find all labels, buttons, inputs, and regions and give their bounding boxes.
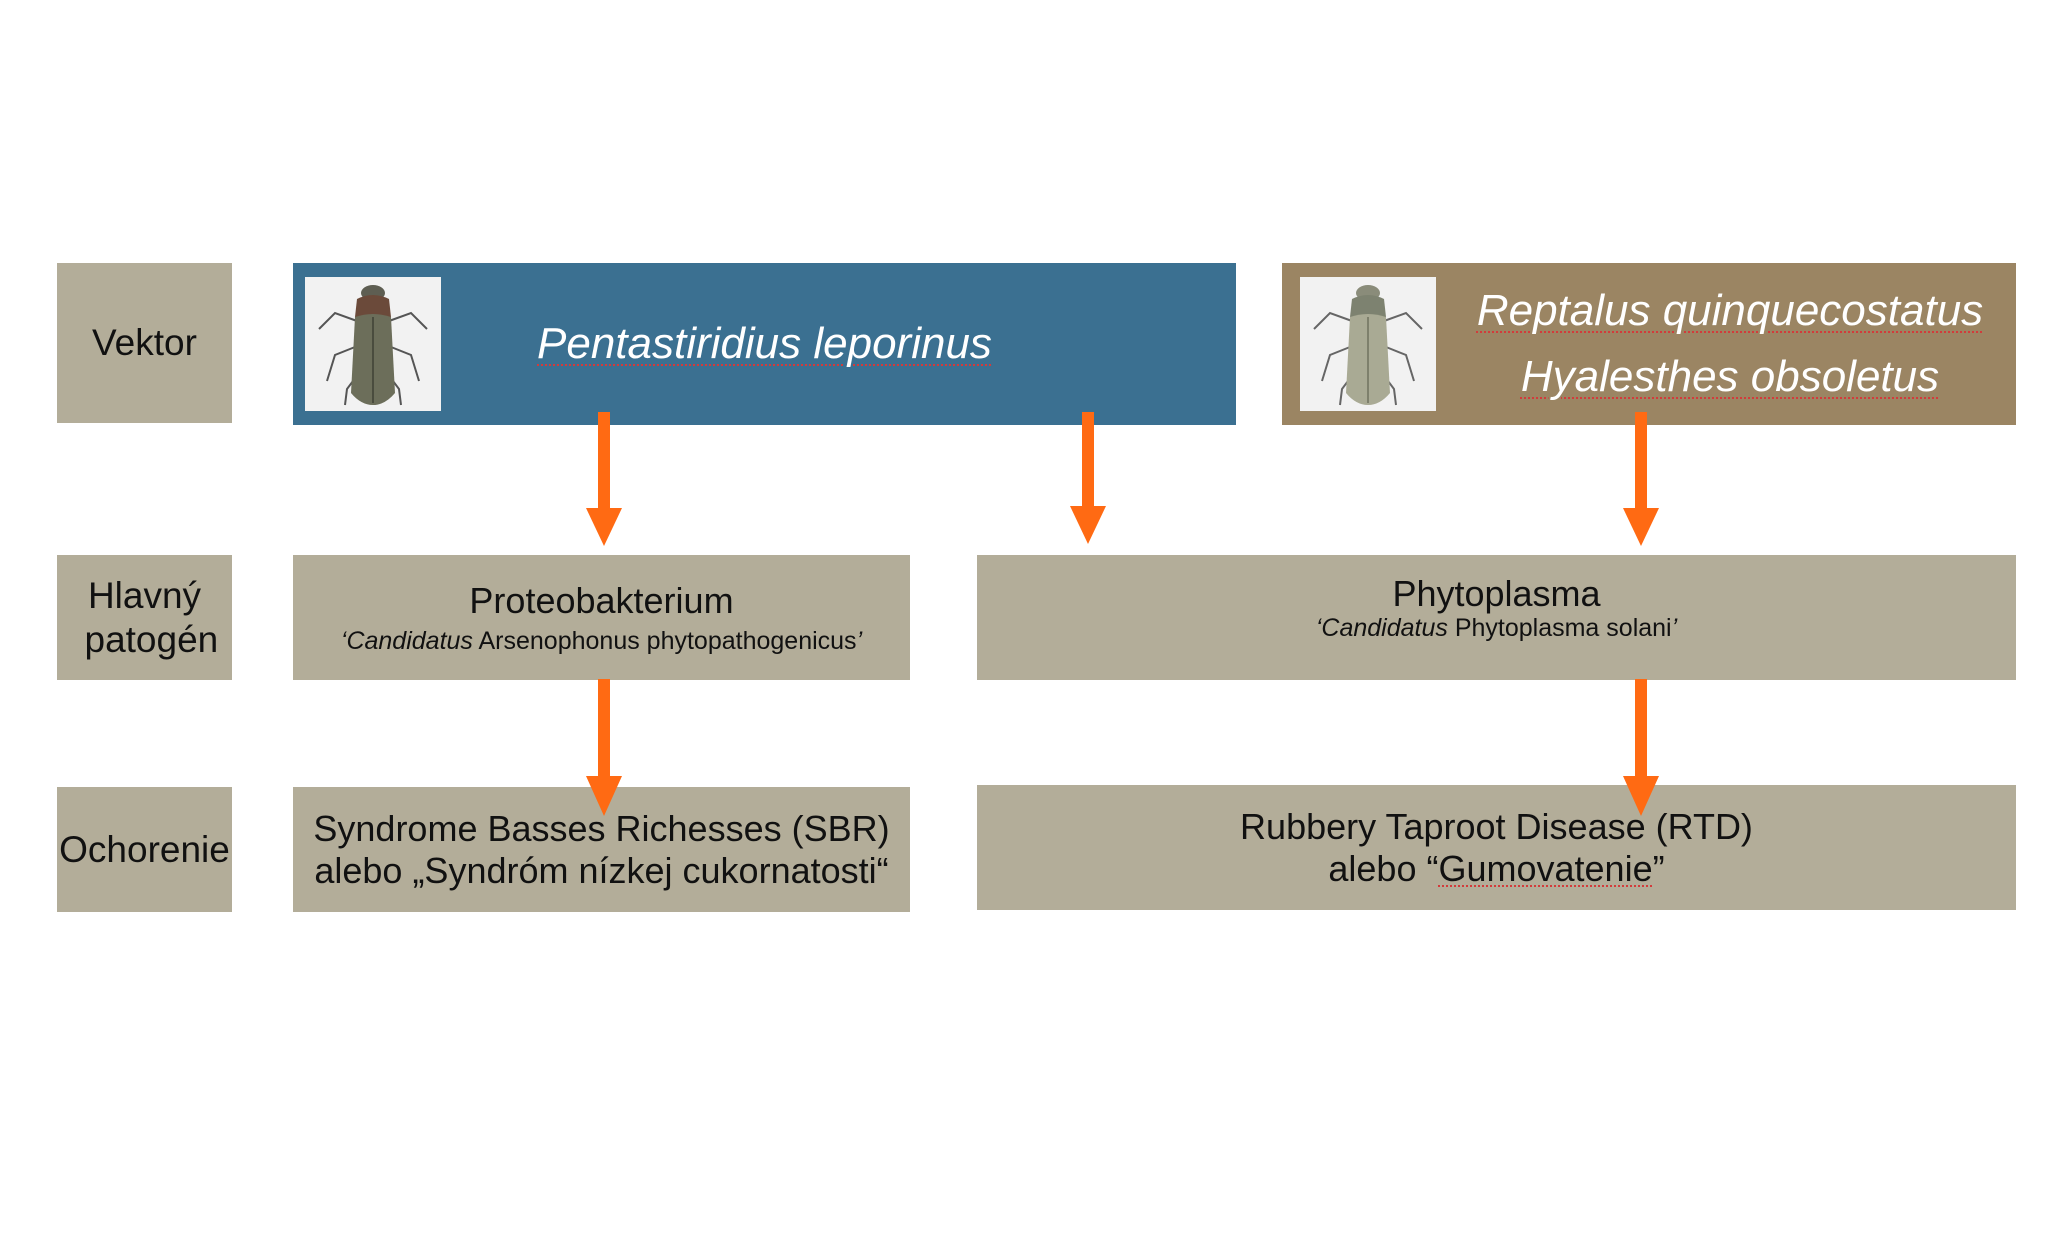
disease-box-left: Syndrome Basses Richesses (SBR) alebo „S… bbox=[293, 787, 910, 912]
row-label-pathogen-text: Hlavný patogén bbox=[84, 574, 219, 660]
pathogen-left-name: Proteobakterium bbox=[469, 579, 734, 621]
pathogen-left-scientific: ‘Candidatus Arsenophonus phytopathogenic… bbox=[341, 626, 862, 656]
arrow-vector-left-to-proteobakterium bbox=[586, 412, 622, 546]
arrow-proteobakterium-to-sbr bbox=[586, 679, 622, 816]
quote-close: ’ bbox=[1671, 614, 1678, 642]
quote-open: ‘ bbox=[340, 626, 347, 655]
quote-close: ’ bbox=[856, 626, 863, 655]
pathogen-right-scientific: ‘Candidatus Phytoplasma solani’ bbox=[1316, 613, 1677, 643]
disease-box-right: Rubbery Taproot Disease (RTD) alebo “Gum… bbox=[977, 785, 2016, 910]
pathogen-right-candidatus: Candidatus bbox=[1321, 614, 1448, 642]
disease-left-line1: Syndrome Basses Richesses (SBR) bbox=[313, 807, 890, 849]
pathogen-left-candidatus: Candidatus bbox=[346, 626, 473, 655]
disease-right-line1: Rubbery Taproot Disease (RTD) bbox=[1240, 805, 1753, 847]
vector-right-species-1: Reptalus quinquecostatus bbox=[1476, 286, 1984, 335]
disease-right-line2-word: Gumovatenie bbox=[1438, 847, 1653, 889]
disease-right-line2: alebo “Gumovatenie” bbox=[1328, 848, 1664, 890]
pathogen-box-left: Proteobakterium ‘Candidatus Arsenophonus… bbox=[293, 555, 910, 680]
row-label-vector: Vektor bbox=[57, 263, 232, 423]
pathogen-right-name: Phytoplasma bbox=[1392, 573, 1601, 614]
vector-right-species-list: Reptalus quinquecostatus Hyalesthes obso… bbox=[1450, 278, 2010, 410]
arrow-phytoplasma-to-rtd bbox=[1623, 679, 1659, 816]
arrow-vector-right-to-phytoplasma bbox=[1623, 412, 1659, 546]
leafhopper-icon bbox=[1313, 285, 1423, 406]
vector-box-right: Reptalus quinquecostatus Hyalesthes obso… bbox=[1282, 263, 2016, 425]
vector-left-species: Pentastiridius leporinus bbox=[537, 319, 992, 368]
vector-box-left: Pentastiridius leporinus bbox=[293, 263, 1236, 425]
row-label-pathogen: Hlavný patogén bbox=[57, 555, 232, 680]
vector-left-image bbox=[305, 277, 441, 411]
vector-right-species-2: Hyalesthes obsoletus bbox=[1520, 352, 1940, 401]
pathogen-box-right: Phytoplasma ‘Candidatus Phytoplasma sola… bbox=[977, 555, 2016, 680]
pathogen-right-species: Phytoplasma solani bbox=[1447, 614, 1672, 642]
row-label-vector-text: Vektor bbox=[92, 322, 197, 363]
row-label-disease-text: Ochorenie bbox=[59, 828, 230, 870]
quote-open: ‘ bbox=[1315, 614, 1322, 642]
disease-right-line2-prefix: alebo “ bbox=[1328, 847, 1439, 889]
arrow-vector-left-to-phytoplasma bbox=[1070, 412, 1106, 544]
row-label-disease: Ochorenie bbox=[57, 787, 232, 912]
leafhopper-icon bbox=[318, 285, 428, 406]
vector-right-image bbox=[1300, 277, 1436, 411]
pathogen-left-species: Arsenophonus phytopathogenicus bbox=[472, 626, 857, 655]
disease-right-line2-suffix: ” bbox=[1652, 847, 1665, 889]
disease-left-line2: alebo „Syndróm nízkej cukornatosti“ bbox=[314, 849, 889, 891]
